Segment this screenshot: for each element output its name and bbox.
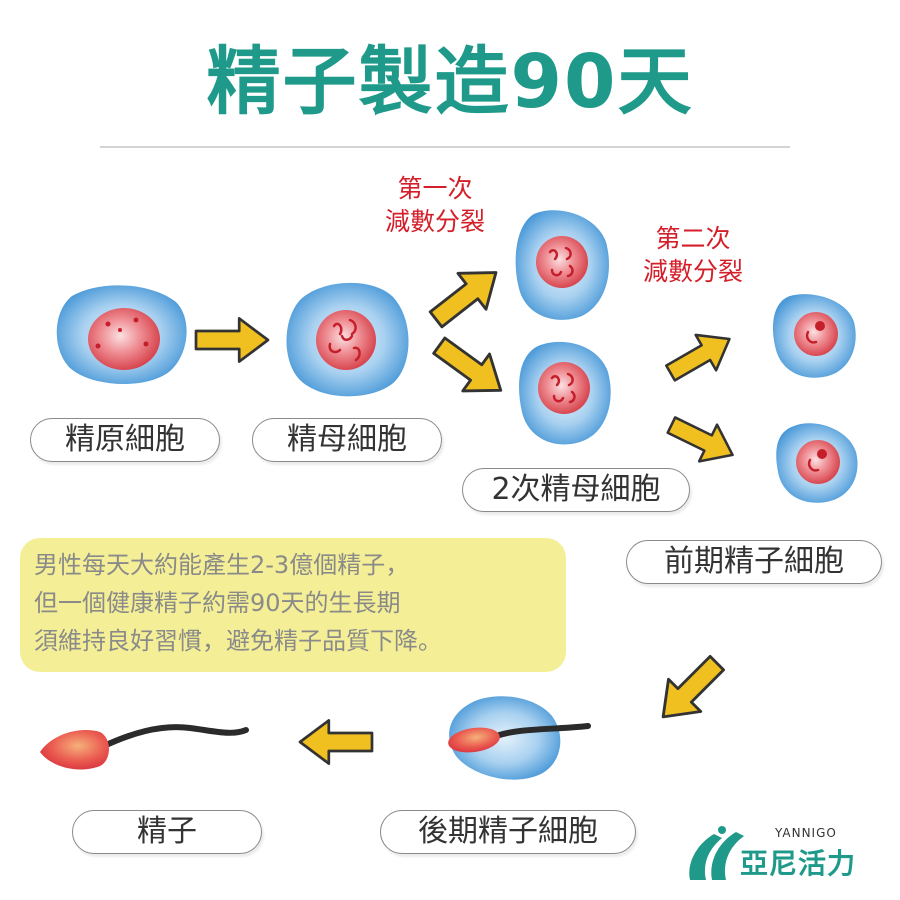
info-note: 男性每天大約能產生2-3億個精子， 但一個健康精子約需90天的生長期 須維持良好… [20, 538, 566, 672]
spermatocyte-cell [286, 282, 409, 397]
secondary-spermatocyte-lower-cell [519, 341, 611, 445]
meiosis-first-line1: 第一次 [397, 174, 473, 203]
arrow-to-early-spermatid-lower [661, 405, 743, 475]
sperm-cell [40, 724, 249, 770]
page-title: 精子製造90天 [206, 39, 694, 125]
label-secondary-spermatocyte: 2次精母細胞 [462, 468, 690, 512]
meiosis-first-line2: 減數分裂 [384, 207, 485, 236]
meiosis-second-label: 第二次 減數分裂 [632, 222, 754, 288]
meiosis-second-line1: 第二次 [655, 224, 731, 253]
arrow-to-early-spermatid-upper [659, 320, 741, 392]
late-spermatid-cell [448, 696, 591, 780]
early-spermatid-lower-cell [776, 423, 858, 503]
meiosis-first-label: 第一次 減數分裂 [380, 172, 490, 238]
arrow-to-spermatocyte [194, 317, 270, 363]
arrow-to-sperm [298, 719, 374, 765]
arrow-to-secondary-lower [424, 325, 516, 411]
logo-english: YANNIGO [775, 826, 837, 840]
early-spermatid-upper-cell [772, 294, 856, 378]
note-line-2: 但一個健康精子約需90天的生長期 [34, 589, 401, 617]
logo-chinese: 亞尼活力 [740, 847, 857, 880]
label-early-spermatid: 前期精子細胞 [626, 540, 882, 584]
yannigo-logo-mark [689, 826, 744, 880]
arrow-to-late-spermatid [645, 645, 735, 735]
label-sperm: 精子 [72, 810, 262, 854]
meiosis-second-line2: 減數分裂 [642, 257, 743, 286]
label-late-spermatid: 後期精子細胞 [380, 810, 636, 854]
arrow-to-secondary-upper [420, 253, 512, 339]
note-line-3: 須維持良好習慣，避免精子品質下降。 [34, 627, 442, 655]
note-line-1: 男性每天大約能產生2-3億個精子， [34, 551, 410, 579]
secondary-spermatocyte-upper-cell [515, 210, 609, 320]
label-spermatocyte: 精母細胞 [252, 418, 442, 462]
label-spermatogonium: 精原細胞 [30, 418, 220, 462]
title-divider [100, 146, 790, 148]
spermatogonium-cell [56, 285, 187, 385]
